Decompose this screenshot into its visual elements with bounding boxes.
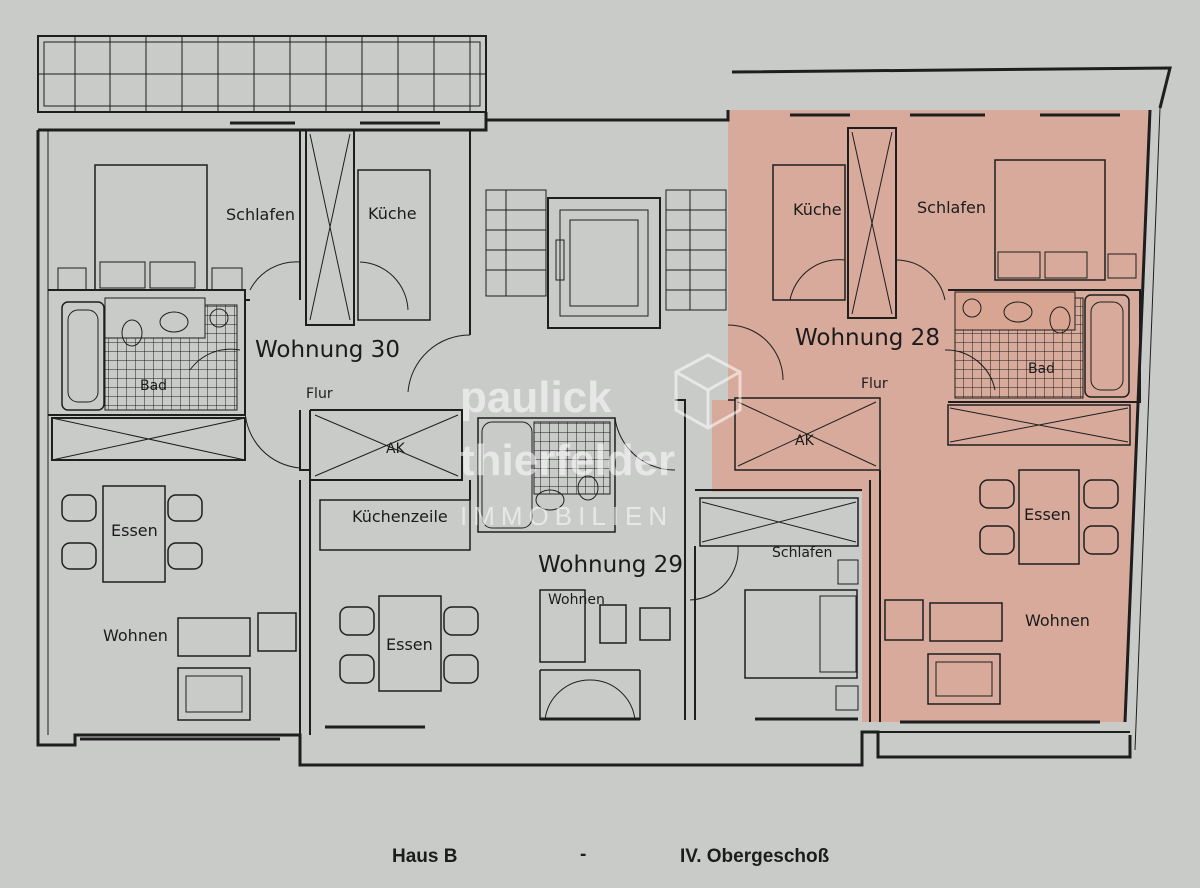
w30-kueche: Küche: [368, 204, 417, 223]
caption-floor: IV. Obergeschoß: [680, 846, 830, 867]
w28-essen: Essen: [1024, 505, 1071, 524]
w28-kueche: Küche: [793, 200, 842, 219]
watermark-cube-icon: [674, 353, 742, 430]
watermark-line1: paulick: [460, 373, 612, 422]
w30-essen: Essen: [111, 521, 158, 540]
w29-kuechenzeile: Küchenzeile: [352, 507, 448, 526]
caption-separator: -: [580, 844, 586, 865]
w30-wohnen: Wohnen: [103, 626, 168, 645]
w28-bad: Bad: [1028, 361, 1055, 377]
watermark-line3: IMMOBILIEN: [460, 501, 673, 531]
w30-ak: AK: [386, 441, 406, 457]
w28-ak: AK: [795, 433, 815, 449]
watermark: paulick thierfelder IMMOBILIEN: [460, 353, 742, 531]
room-labels: Wohnung 30 Schlafen Küche Bad Flur AK Es…: [103, 198, 1090, 654]
caption-house: Haus B: [392, 846, 457, 867]
w30-flur: Flur: [306, 386, 333, 402]
w30-schlafen: Schlafen: [226, 205, 295, 224]
watermark-line2: thierfelder: [460, 436, 675, 485]
w30-bad: Bad: [140, 378, 167, 394]
w28-wohnen: Wohnen: [1025, 611, 1090, 630]
w28-schlafen: Schlafen: [917, 198, 986, 217]
w28-name: Wohnung 28: [795, 325, 940, 351]
w29-wohnen: Wohnen: [548, 592, 605, 608]
w29-name: Wohnung 29: [538, 552, 683, 578]
w29-schlafen: Schlafen: [772, 545, 832, 561]
wall-lines: [36, 35, 1172, 767]
w28-flur: Flur: [861, 376, 888, 392]
w30-name: Wohnung 30: [255, 337, 400, 363]
w29-essen: Essen: [386, 635, 433, 654]
